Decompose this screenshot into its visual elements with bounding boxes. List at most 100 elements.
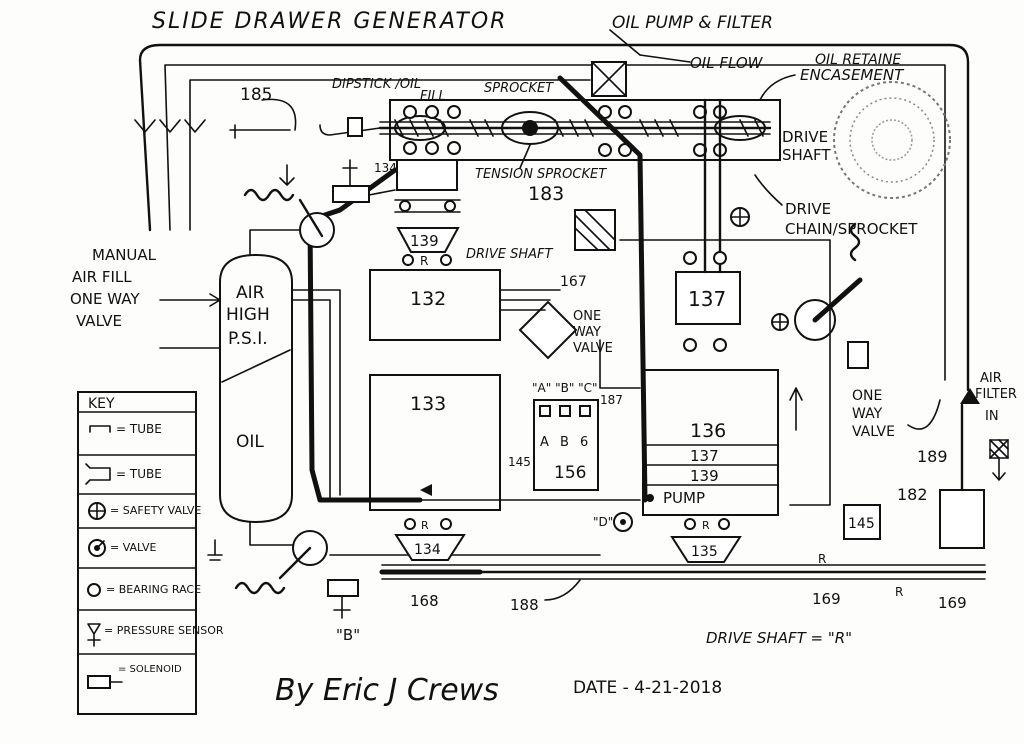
spring-top-left bbox=[243, 188, 295, 202]
tension-sprocket-label: TENSION SPROCKET bbox=[475, 167, 607, 182]
oil-flow-leader bbox=[639, 54, 691, 63]
key-item-6-label: = PRESSURE SENSOR bbox=[104, 624, 224, 637]
solenoid-icon bbox=[87, 675, 123, 689]
tank-bottom-line bbox=[249, 521, 296, 546]
box-137-top bbox=[675, 271, 741, 325]
spring-bottom-left bbox=[234, 581, 286, 595]
manual-label-2: AIR FILL bbox=[72, 268, 132, 286]
oil-pump-leader bbox=[609, 29, 641, 56]
right-sprocket-oval bbox=[714, 115, 766, 141]
leader-185 bbox=[261, 98, 297, 131]
pulley-bottom-arm bbox=[278, 546, 312, 580]
label-156: 156 bbox=[554, 463, 586, 483]
stack-136-139 bbox=[642, 369, 779, 516]
safety-valve-top-cross bbox=[730, 207, 750, 227]
box-145-right bbox=[843, 504, 881, 540]
label-145-right: 145 bbox=[848, 516, 875, 532]
controller-156 bbox=[533, 399, 599, 491]
oil-loop-third bbox=[189, 79, 591, 231]
high-label: HIGH bbox=[226, 305, 270, 325]
stack-dividers bbox=[642, 444, 779, 486]
drive-shaft-label-2: SHAFT bbox=[782, 146, 831, 164]
date-label: DATE - 4-21-2018 bbox=[573, 678, 722, 698]
flow-arrows-left bbox=[134, 119, 206, 133]
key-item-7-label: = SOLENOID bbox=[118, 664, 182, 675]
box-183 bbox=[574, 209, 616, 251]
air-filter-1: AIR bbox=[980, 371, 1002, 386]
signature: By Eric J Crews bbox=[275, 673, 499, 708]
air-filter-3: IN bbox=[985, 409, 999, 424]
air-oil-tank bbox=[219, 253, 293, 524]
gear-134 bbox=[394, 534, 466, 561]
flow-arrow-right bbox=[789, 387, 803, 431]
label-183: 183 bbox=[528, 183, 564, 205]
dipstick-label: DIPSTICK /OIL bbox=[332, 77, 421, 92]
solenoid-link bbox=[368, 189, 396, 196]
tube-box-icon bbox=[85, 463, 111, 485]
one-way-valve-167 bbox=[518, 300, 578, 360]
r-label-134: R bbox=[421, 519, 429, 532]
r-label-169: R bbox=[818, 552, 826, 566]
abc-b: B bbox=[560, 435, 569, 450]
air-filter-down-arrow bbox=[992, 457, 1006, 481]
vertical-drive-shaft bbox=[703, 98, 722, 274]
drive-shaft-mid-label: DRIVE SHAFT bbox=[466, 247, 554, 262]
solenoid-b bbox=[327, 579, 359, 597]
solenoid-top bbox=[332, 185, 370, 203]
label-134: 134 bbox=[414, 542, 441, 558]
label-182: 182 bbox=[897, 485, 928, 504]
label-187: 187 bbox=[600, 393, 623, 407]
oil-pump-filter-label: OIL PUMP & FILTER bbox=[612, 13, 773, 33]
label-135: 135 bbox=[691, 544, 718, 560]
solenoid-b-pin bbox=[333, 595, 351, 619]
pump-label: PUMP bbox=[663, 489, 705, 507]
abc-c: 6 bbox=[580, 435, 588, 450]
one-way-right-leader bbox=[907, 399, 941, 430]
dipstick-cap bbox=[347, 117, 363, 137]
leader-188 bbox=[544, 579, 581, 601]
stamp-seal bbox=[833, 81, 951, 199]
oil-flow-label: OIL FLOW bbox=[690, 54, 764, 72]
safety-valve-icon bbox=[88, 502, 106, 520]
valve-d-core bbox=[620, 519, 626, 525]
bearings-137 bbox=[683, 251, 727, 352]
left-sprocket-oval bbox=[394, 115, 446, 141]
label-169-left: 169 bbox=[812, 590, 841, 608]
switch-a bbox=[539, 405, 551, 417]
d-label: "D" bbox=[593, 515, 613, 529]
key-dividers bbox=[77, 411, 197, 655]
b-label: "B" bbox=[336, 626, 360, 644]
spring-arrow bbox=[279, 164, 295, 186]
solenoid-top-pin bbox=[342, 159, 358, 187]
top-bearings bbox=[403, 105, 727, 157]
inner-oil-loop bbox=[164, 64, 946, 381]
shaft-139 bbox=[394, 199, 461, 213]
switch-c bbox=[579, 405, 591, 417]
label-133: 133 bbox=[410, 393, 446, 415]
tube-185 bbox=[229, 124, 291, 139]
center-sprocket-hub bbox=[522, 120, 538, 136]
hatch-183 bbox=[574, 209, 616, 251]
r-label-182: R bbox=[895, 585, 903, 599]
air-label: AIR bbox=[236, 283, 265, 303]
manual-fill-arrow bbox=[159, 293, 221, 307]
drive-chain-leader bbox=[754, 174, 783, 206]
abc-top-label: "A" "B" "C" bbox=[532, 381, 598, 395]
gear-139-top bbox=[396, 227, 460, 253]
bearing-race-icon bbox=[87, 583, 101, 597]
one-way-mid-2: WAY bbox=[573, 325, 601, 340]
label-189: 189 bbox=[917, 447, 948, 466]
bearings-139 bbox=[399, 200, 456, 266]
diagram-title: SLIDE DRAWER GENERATOR bbox=[152, 9, 507, 34]
fill-label: FILL bbox=[420, 89, 446, 104]
pulley-right-arm bbox=[812, 277, 863, 323]
one-way-mid-1: ONE bbox=[573, 309, 601, 324]
oil-retainer-leader bbox=[759, 74, 796, 101]
one-way-mid-3: VALVE bbox=[573, 341, 613, 356]
manual-label-1: MANUAL bbox=[92, 246, 157, 264]
right-loop-line bbox=[619, 239, 831, 506]
tank-divider bbox=[221, 349, 291, 383]
label-188: 188 bbox=[510, 596, 539, 614]
box-132 bbox=[369, 269, 501, 341]
